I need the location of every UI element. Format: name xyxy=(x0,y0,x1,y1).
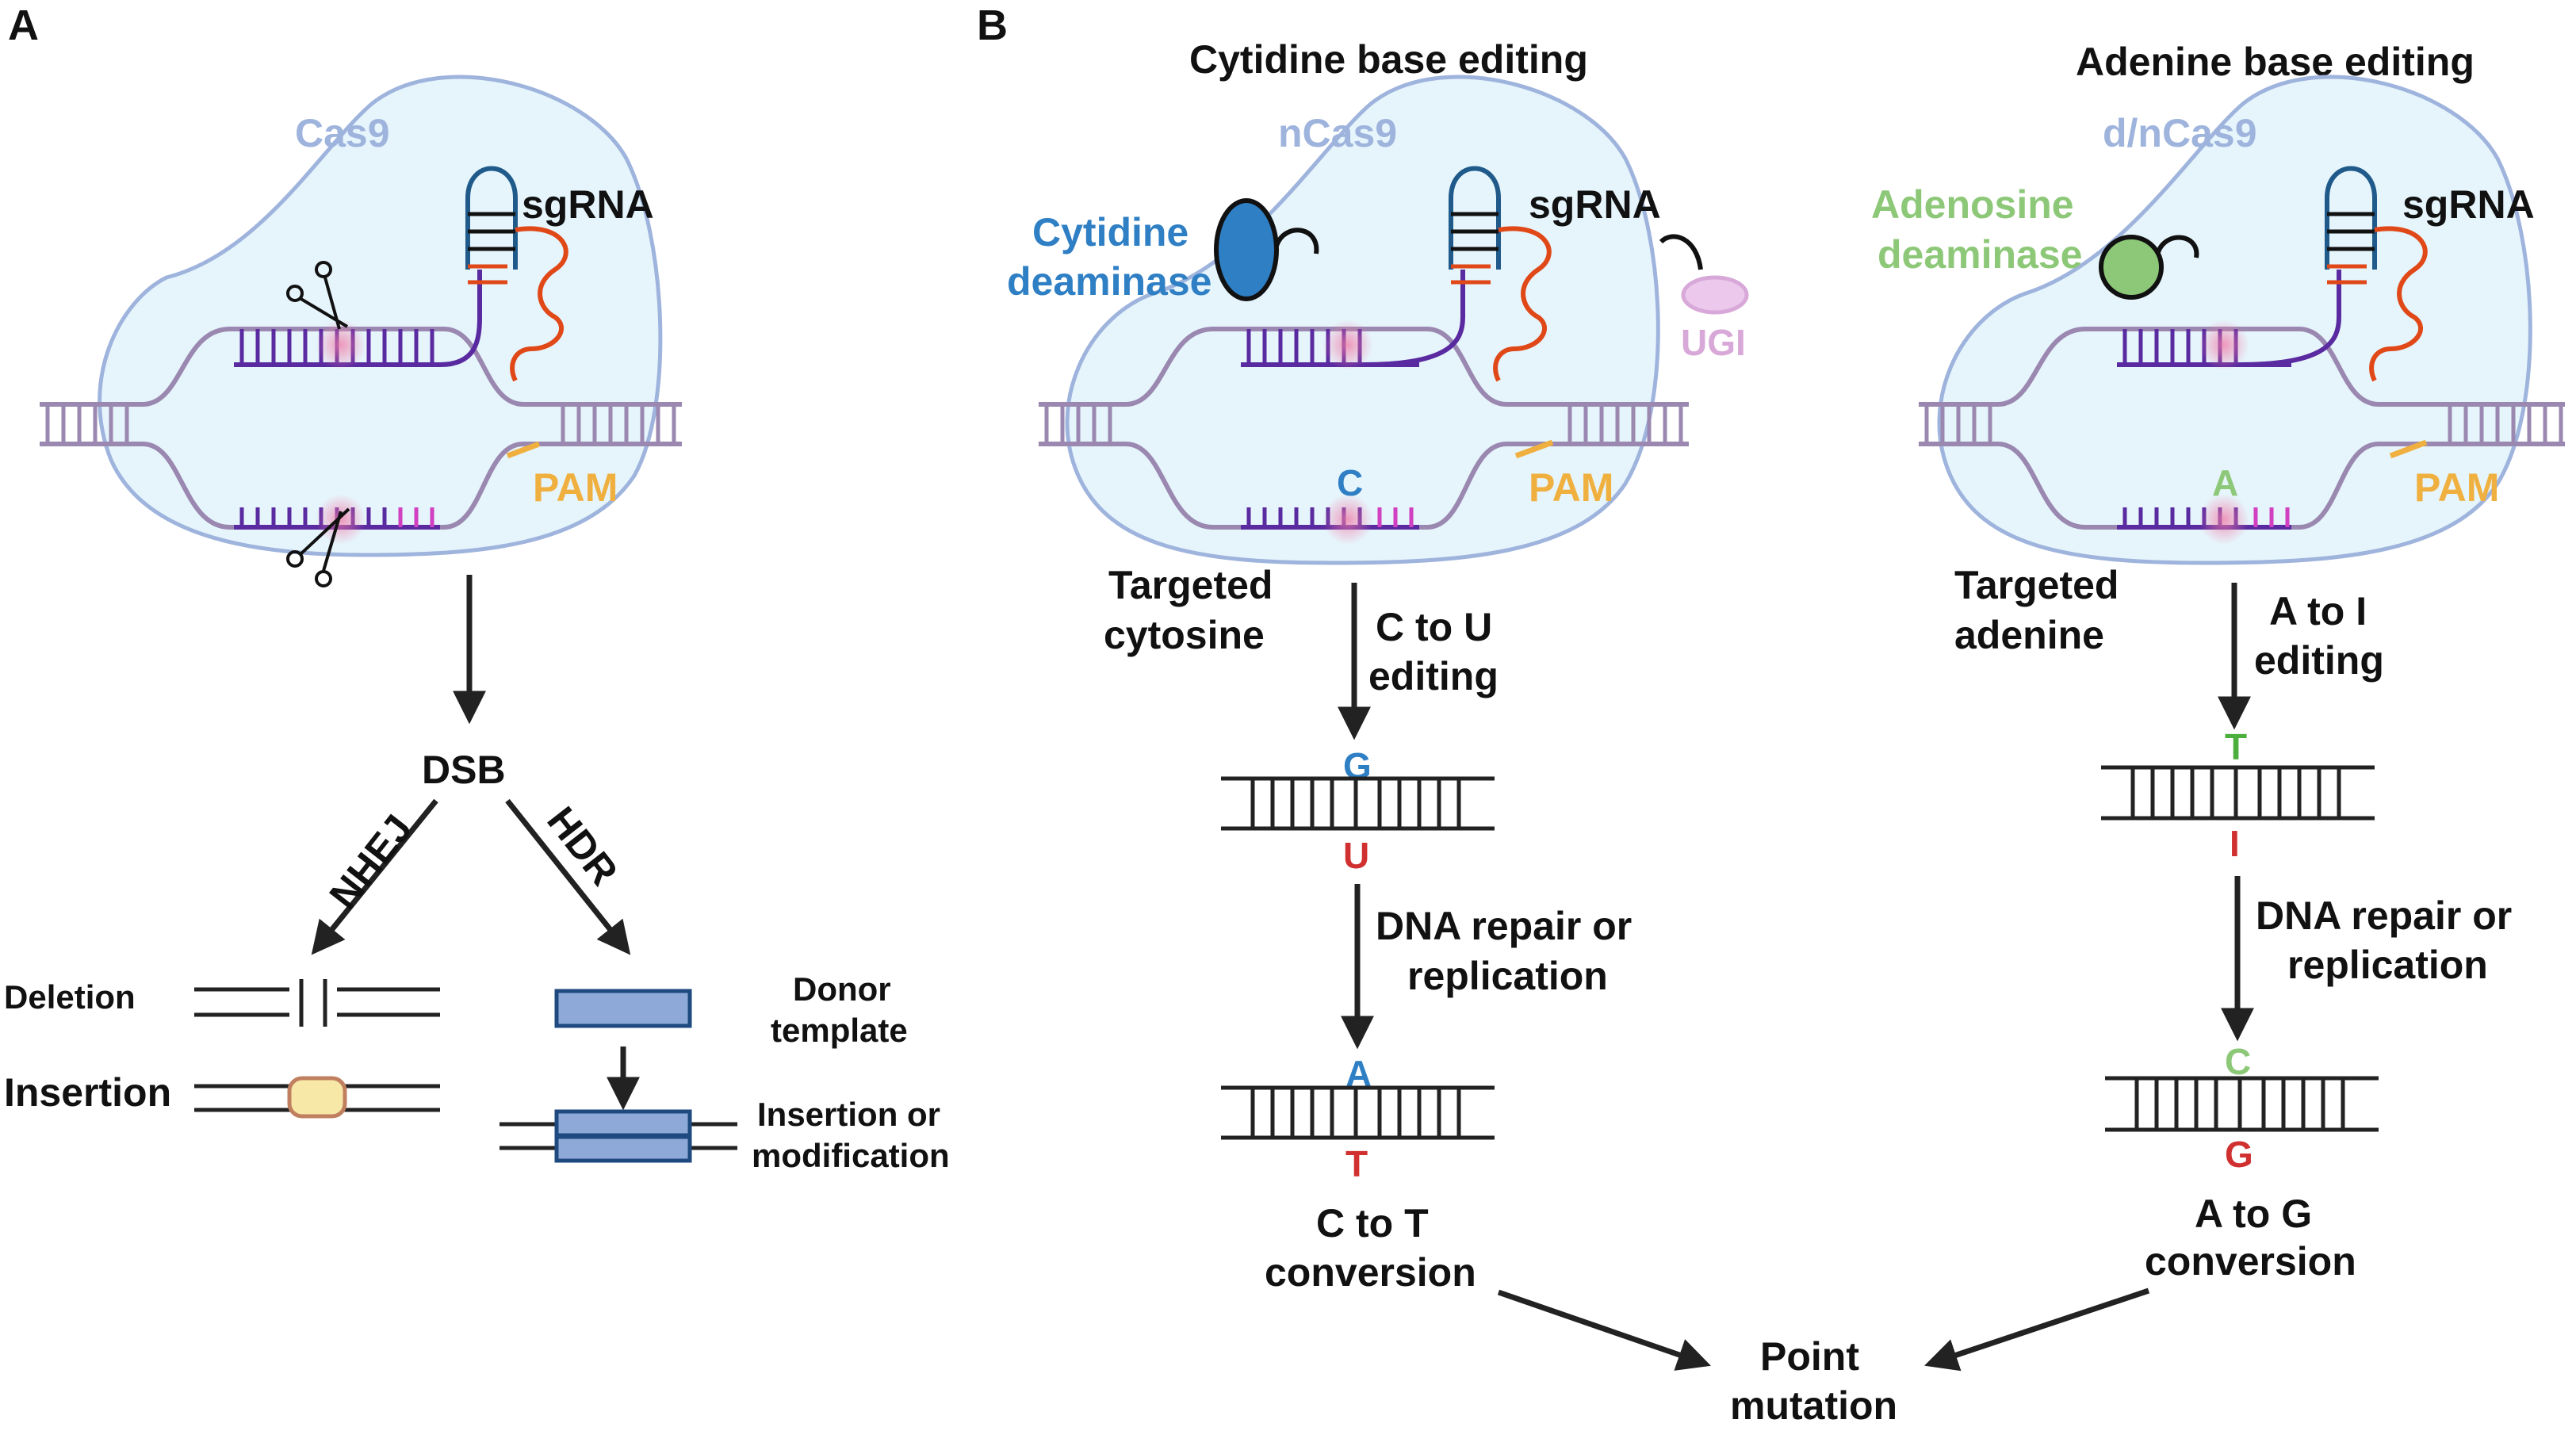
insertion-label: Insertion xyxy=(4,1070,171,1115)
abe-target-base: A xyxy=(2212,462,2238,503)
cbe-repair-label-2: replication xyxy=(1407,954,1608,998)
a-to-i-label-2: editing xyxy=(2254,638,2384,683)
c-to-t-label-2: conversion xyxy=(1265,1250,1476,1295)
ncas9-label: nCas9 xyxy=(1278,111,1397,155)
abe-repair-label: DNA repair or xyxy=(2256,893,2512,938)
arrow-nhej xyxy=(311,798,438,955)
cbe-end-bottom-base: T xyxy=(1345,1143,1368,1184)
cbe-pam-label: PAM xyxy=(1529,465,1613,510)
pam-label: PAM xyxy=(533,465,618,510)
a-to-g-label-2: conversion xyxy=(2145,1239,2356,1284)
outcome-label-2: mutation xyxy=(1730,1383,1897,1427)
outcome-label: Point xyxy=(1760,1334,1859,1379)
inserted-segment-top xyxy=(554,1109,692,1138)
adenosine-deaminase-label-2: deaminase xyxy=(1877,232,2082,277)
dncas9-protein xyxy=(1937,75,2532,565)
cas9-complex: Cas9 sgRNA PA xyxy=(40,75,682,587)
arrow-cbe-to-outcome xyxy=(1497,1289,1711,1371)
cbe-mid-bottom-base: U xyxy=(1343,835,1369,876)
ugi-shape xyxy=(1681,275,1749,315)
sgrna-hairpin xyxy=(1449,166,1501,270)
sgrna-label: sgRNA xyxy=(522,182,654,227)
abe-mid-top-base: T xyxy=(2225,726,2247,767)
abe-end-bottom-base: G xyxy=(2225,1134,2253,1175)
targeted-adenine-label-2: adenine xyxy=(1954,613,2104,657)
abe-sgrna-label: sgRNA xyxy=(2402,182,2535,227)
cytidine-deaminase-label-2: deaminase xyxy=(1007,259,1211,304)
dna-rungs-left xyxy=(45,404,129,444)
targeted-adenine-label: Targeted xyxy=(1954,563,2119,607)
cbe-sgrna-label: sgRNA xyxy=(1529,182,1661,227)
donor-template-box xyxy=(554,989,692,1028)
ncas9-protein xyxy=(1065,75,1660,565)
sgrna-hairpin xyxy=(2325,166,2377,270)
cut-site-glow-top xyxy=(316,319,366,370)
cytidine-deaminase-label: Cytidine xyxy=(1032,210,1188,254)
hdr-result-label: Insertion or xyxy=(757,1096,940,1133)
abe-title: Adenine base editing xyxy=(2076,40,2475,84)
dna-top-strand xyxy=(40,327,682,407)
a-to-g-label: A to G xyxy=(2195,1192,2312,1236)
targeted-cytosine-label: Targeted xyxy=(1108,563,1273,607)
nhej-label: NHEJ xyxy=(321,806,421,917)
scissors-icon xyxy=(286,507,350,587)
deletion-dna xyxy=(194,979,440,1027)
insertion-segment xyxy=(287,1076,347,1119)
cbe-target-base: C xyxy=(1337,462,1363,503)
c-to-u-label: C to U xyxy=(1376,605,1492,649)
sgrna-hairpin xyxy=(465,166,518,270)
cut-site-glow-bottom xyxy=(316,494,366,545)
sgrna-tail xyxy=(510,226,568,382)
arrow-hdr xyxy=(505,798,631,955)
targeted-cytosine-label-2: cytosine xyxy=(1104,613,1265,657)
abe-complex: d/nCas9 sgRNA PAM A xyxy=(1871,75,2565,565)
pam-site xyxy=(398,507,434,527)
scissors-icon xyxy=(286,261,349,330)
abe-mid-bottom-base: I xyxy=(2230,823,2240,864)
adenosine-deaminase-label: Adenosine xyxy=(1871,182,2074,227)
abe-repair-label-2: replication xyxy=(2287,943,2488,987)
abe-mid-dna xyxy=(2101,765,2375,821)
deletion-label: Deletion xyxy=(4,978,136,1016)
dna-rungs-right xyxy=(561,404,676,444)
cas9-protein xyxy=(98,75,663,557)
panel-label-a: A xyxy=(8,2,39,49)
cbe-title: Cytidine base editing xyxy=(1189,37,1588,82)
c-to-u-label-2: editing xyxy=(1368,654,1499,698)
hdr-result-label-2: modification xyxy=(752,1137,950,1174)
a-to-i-label: A to I xyxy=(2269,589,2367,633)
abe-end-dna xyxy=(2105,1076,2379,1132)
ugi-label: UGI xyxy=(1681,322,1746,363)
abe-end-top-base: C xyxy=(2225,1041,2251,1082)
adenosine-deaminase-shape xyxy=(2099,235,2164,300)
abe-pam-label: PAM xyxy=(2414,465,2499,510)
cbe-mid-dna xyxy=(1221,776,1495,831)
cytidine-deaminase-shape xyxy=(1214,198,1279,301)
c-to-t-label: C to T xyxy=(1316,1201,1429,1245)
cas9-label: Cas9 xyxy=(295,111,390,155)
arrow-abe-to-outcome xyxy=(1924,1288,2150,1372)
inserted-segment-bottom xyxy=(554,1134,692,1163)
cbe-complex: nCas9 sgRNA PAM C xyxy=(1007,75,1749,565)
panel-label-b: B xyxy=(977,2,1008,49)
donor-label-2: template xyxy=(771,1012,908,1049)
cbe-end-dna xyxy=(1221,1085,1495,1140)
donor-label: Donor xyxy=(793,970,891,1008)
hdr-label: HDR xyxy=(538,798,626,893)
dsb-label: DSB xyxy=(422,748,506,792)
dncas9-label: d/nCas9 xyxy=(2103,111,2257,155)
cbe-repair-label: DNA repair or xyxy=(1376,904,1632,948)
